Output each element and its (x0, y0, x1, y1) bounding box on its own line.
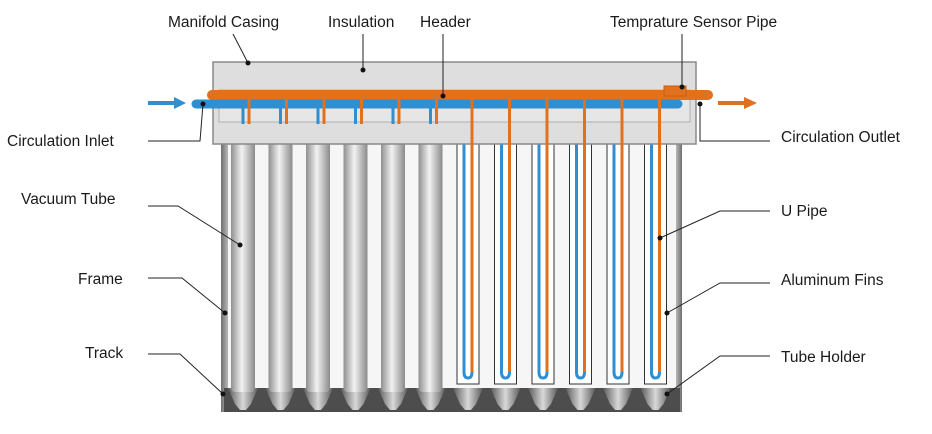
tube-holder (453, 388, 483, 410)
aluminum-fin-channel (494, 127, 517, 385)
label-u-pipe: U Pipe (781, 203, 828, 220)
leader-dots (200, 60, 703, 397)
u-pipe-tube-row (456, 96, 667, 385)
aluminum-fin-channel (531, 127, 555, 385)
label-vacuum-tube: Vacuum Tube (21, 191, 116, 208)
vacuum-tube (268, 136, 293, 392)
tube-holder (565, 388, 596, 410)
aluminum-fin-channel (606, 127, 630, 385)
tube-holder (640, 388, 671, 410)
u-pipe (537, 96, 549, 380)
label-circulation-inlet: Circulation Inlet (7, 133, 115, 150)
u-pipe (612, 96, 624, 380)
label-track: Track (85, 345, 123, 362)
temperature-sensor-pipe (663, 85, 687, 97)
aluminum-fin-channel (456, 127, 480, 385)
label-tube-holder: Tube Holder (781, 349, 866, 366)
label-aluminum-fins: Aluminum Fins (781, 272, 884, 289)
u-pipe (575, 96, 586, 380)
label-frame: Frame (78, 271, 123, 288)
tube-holder-row (228, 388, 671, 410)
outlet-arrow-icon (718, 97, 757, 109)
label-temperature-sensor-pipe: Temprature Sensor Pipe (610, 14, 777, 31)
riser-stubs (241, 97, 661, 182)
tube-holder (303, 388, 333, 410)
aluminum-fin-channel (644, 127, 667, 385)
vacuum-tube (231, 136, 255, 392)
u-pipe (462, 96, 474, 380)
leader-lines (148, 33, 770, 395)
tube-holder (340, 388, 371, 410)
label-header: Header (420, 14, 471, 31)
aluminum-fin-channel (569, 127, 592, 385)
label-circulation-outlet: Circulation Outlet (781, 129, 901, 146)
label-insulation: Insulation (328, 14, 394, 31)
tube-holder (490, 388, 521, 410)
frame (221, 140, 682, 412)
tube-holder (228, 388, 258, 410)
tube-holder (415, 388, 446, 410)
inlet-arrow-icon (148, 97, 186, 109)
label-manifold-casing: Manifold Casing (168, 14, 279, 31)
vacuum-tube (343, 136, 368, 392)
tube-holder (265, 388, 296, 410)
u-pipe (650, 96, 661, 380)
track (224, 388, 680, 412)
vacuum-tube (306, 136, 330, 392)
vacuum-tube (418, 136, 443, 392)
vacuum-tube (381, 136, 405, 392)
tube-holder (378, 388, 408, 410)
u-pipe (500, 96, 511, 380)
tube-holder (528, 388, 558, 410)
tube-holder (603, 388, 633, 410)
